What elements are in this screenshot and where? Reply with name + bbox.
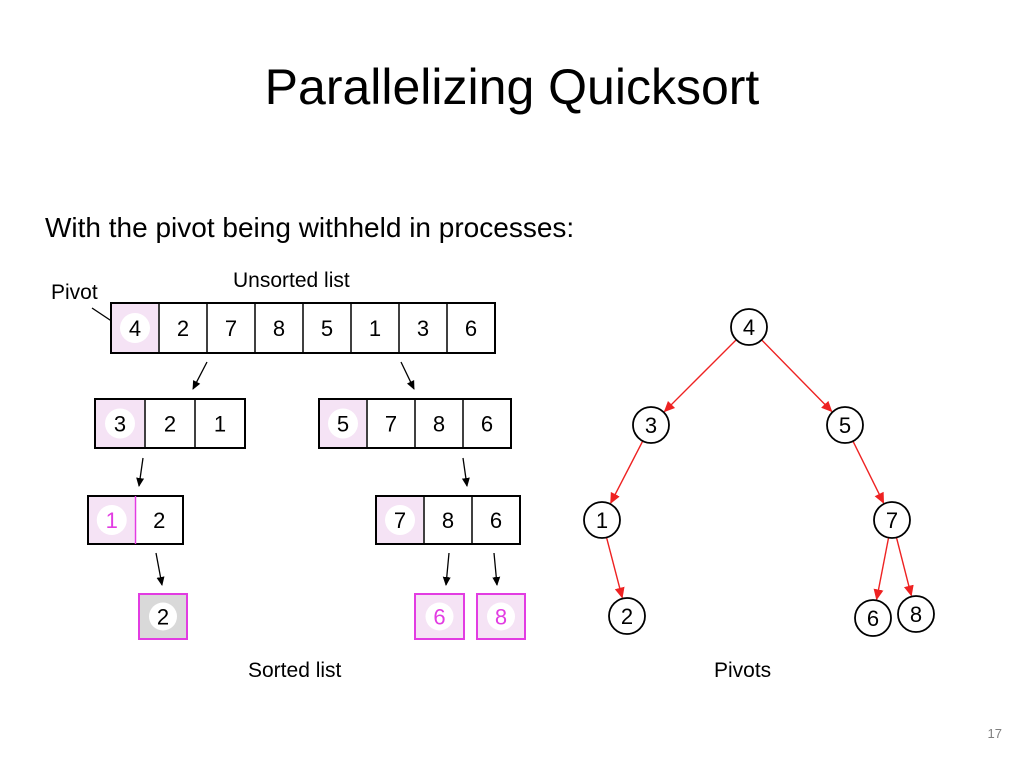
tree-node-2 — [608, 597, 646, 635]
cell-value: 2 — [177, 316, 189, 341]
tree-edge — [761, 339, 833, 413]
split-arrow — [492, 552, 501, 586]
pivot-circle — [96, 505, 127, 535]
cell-circle — [149, 602, 177, 631]
cell-value: 2 — [164, 412, 176, 437]
tree-node-label: 5 — [839, 413, 851, 438]
slide-title: Parallelizing Quicksort — [264, 59, 760, 115]
pivot-circle — [105, 408, 135, 439]
tree-node-1 — [583, 501, 621, 539]
pivot-value: 7 — [394, 508, 406, 533]
cell-value: 8 — [495, 605, 507, 630]
split-arrow — [442, 552, 451, 586]
tree-node-5 — [826, 406, 864, 444]
cell-circle — [425, 602, 454, 631]
tree-node-4 — [730, 308, 768, 346]
slide-subtitle: With the pivot being withheld in process… — [45, 212, 575, 243]
sorted-list-label: Sorted list — [248, 659, 342, 682]
list-right-right: 7 8 6 — [375, 495, 521, 545]
unsorted-list-label: Unsorted list — [233, 269, 350, 292]
split-arrow — [155, 552, 165, 586]
tree-edge — [873, 537, 890, 601]
pivot-label: Pivot — [51, 281, 98, 304]
list-final-8: 8 — [476, 593, 526, 640]
list-left: 3 2 1 — [94, 398, 246, 449]
tree-edge — [605, 537, 625, 599]
cell-value: 3 — [417, 316, 429, 341]
tree-node-3 — [632, 406, 670, 444]
pivot-value: 5 — [337, 412, 349, 437]
split-arrow — [136, 457, 145, 487]
tree-node-label: 7 — [886, 508, 898, 533]
cell-value: 6 — [481, 412, 493, 437]
pivots-label: Pivots — [714, 659, 771, 682]
split-arrow — [192, 361, 208, 390]
tree-node-8 — [897, 595, 935, 633]
tree-node-label: 4 — [743, 315, 755, 340]
tree-edge — [852, 440, 885, 504]
cell-value: 2 — [153, 508, 165, 533]
tree-node-label: 6 — [867, 606, 879, 631]
tree-node-6 — [854, 599, 892, 637]
cell-value: 7 — [385, 412, 397, 437]
pivot-value: 1 — [106, 508, 118, 533]
list-final-6: 6 — [414, 593, 465, 640]
pivot-value: 4 — [129, 316, 141, 341]
cell-value: 6 — [465, 316, 477, 341]
cell-value: 1 — [369, 316, 381, 341]
split-arrow — [461, 457, 470, 487]
list-final-2: 2 — [138, 593, 188, 640]
cell-value: 5 — [321, 316, 333, 341]
cell-circle — [487, 602, 515, 631]
tree-node-label: 2 — [621, 604, 633, 629]
pivot-circle — [385, 505, 415, 535]
page-number: 17 — [987, 726, 1002, 741]
tree-edge — [895, 537, 914, 597]
cell-value: 1 — [214, 412, 226, 437]
tree-node-label: 3 — [645, 413, 657, 438]
tree-edge — [663, 339, 737, 413]
cell-value: 8 — [433, 412, 445, 437]
cell-value: 8 — [442, 508, 454, 533]
cell-value: 7 — [225, 316, 237, 341]
cell-value: 2 — [157, 605, 169, 630]
tree-node-7 — [873, 501, 911, 539]
split-arrow — [400, 361, 415, 390]
list-right: 5 7 8 6 — [318, 398, 512, 449]
pivot-circle — [328, 408, 358, 439]
list-root: 4 2 7 8 5 1 3 6 — [110, 302, 496, 354]
tree-node-label: 8 — [910, 602, 922, 627]
cell-value: 8 — [273, 316, 285, 341]
pivot-circle — [120, 313, 150, 343]
cell-value: 6 — [433, 605, 445, 630]
cell-value: 6 — [490, 508, 502, 533]
tree-node-label: 1 — [596, 508, 608, 533]
tree-edge — [610, 440, 644, 505]
pivot-value: 3 — [114, 412, 126, 437]
pivot-tree: 4 3 5 1 7 2 6 8 — [583, 308, 935, 637]
